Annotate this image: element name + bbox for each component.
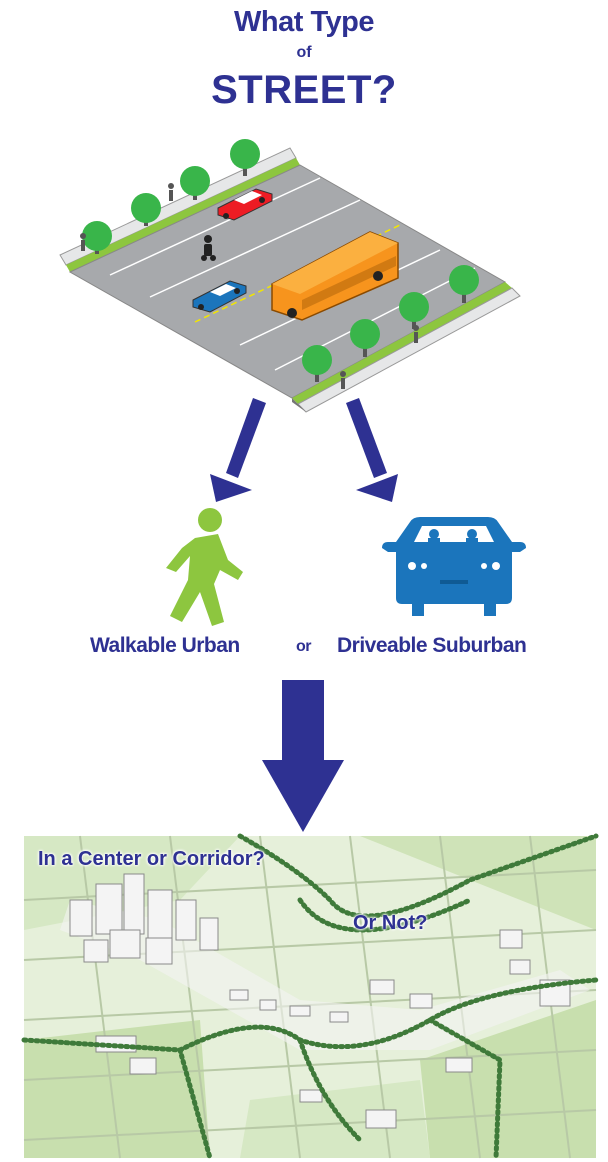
walking-person-icon [166,508,243,626]
title-line-2: of [296,44,312,61]
cyclist-icon [201,235,216,261]
pedestrian-icon [340,371,346,389]
tree-icon [449,265,479,303]
center-corridor-label: In a Center or Corridor? [38,848,265,870]
tree-icon [302,345,332,382]
pedestrian-icon [80,233,86,251]
or-label: or [296,638,312,655]
or-not-label: Or Not? [353,912,428,934]
tree-icon [230,139,260,176]
pedestrian-icon [413,325,419,343]
tree-icon [180,166,210,200]
blue-car-icon [192,280,247,313]
tree-icon [131,193,161,226]
city-map [21,833,599,1161]
title-line-3: STREET? [211,68,397,112]
title-line-1: What Type [234,6,374,38]
pedestrian-icon [168,183,174,201]
tree-icon [399,292,429,329]
street-illustration [59,139,521,413]
tree-icon [350,319,380,357]
walkable-urban-label: Walkable Urban [90,634,240,657]
tree-icon [82,221,112,254]
driveable-suburban-label: Driveable Suburban [337,634,527,657]
arrow-right-icon [346,398,398,502]
big-down-arrow-icon [262,680,344,832]
car-front-icon [382,517,526,616]
red-car-icon [217,188,273,221]
bus-icon [271,231,399,321]
arrow-left-icon [210,398,266,502]
